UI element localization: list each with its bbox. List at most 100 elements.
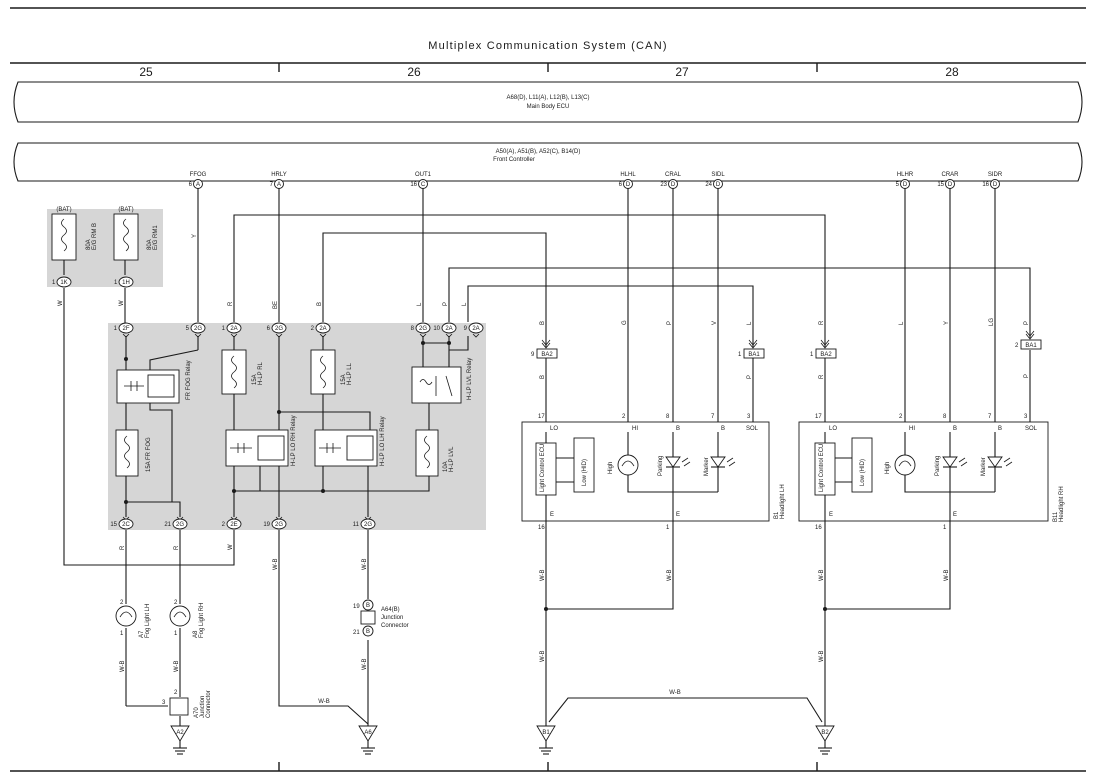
svg-text:R: R [228,301,234,306]
svg-text:2: 2 [174,600,178,606]
fog-light-lh: 2 1 A7 Fog Light LH [115,600,151,638]
connector-id: 2A [445,326,452,332]
ground-id: B1 [542,730,550,736]
terminal-label: HRLY [271,172,287,178]
svg-text:1: 1 [943,525,947,531]
svg-text:W-B: W-B [120,660,126,672]
connector-id: 2G [275,522,283,528]
terminal-label: HLHL [620,172,636,178]
pin-number: 24 [705,182,712,188]
pin-number: 15 [110,522,117,528]
svg-text:B: B [317,302,323,306]
pin-number: 6 [267,326,271,332]
svg-text:W-B: W-B [944,569,950,581]
svg-text:HI: HI [632,426,638,432]
pin-number: 21 [164,522,171,528]
svg-text:LG: LG [989,318,995,326]
svg-text:R: R [174,545,180,550]
pin-number: 16 [982,182,989,188]
svg-text:7: 7 [711,414,715,420]
relay-top-pin: 10 2A [433,322,457,338]
ground-symbol-icon: B1 [536,725,556,755]
svg-text:P: P [1024,321,1030,325]
fuse1-name: E/G RM B [92,223,98,250]
svg-text:E: E [829,512,833,518]
svg-text:LO: LO [550,426,558,432]
svg-text:Junction: Junction [381,615,403,621]
pin-number: 5 [186,326,190,332]
svg-text:17: 17 [538,414,545,420]
column-number-26: 26 [407,65,421,79]
svg-text:W: W [58,300,64,306]
pin-number: 10 [433,326,440,332]
svg-text:W-B: W-B [819,650,825,662]
bulb-icon [894,454,916,476]
connector-id: D [948,182,953,188]
terminal-label: CRAL [665,172,682,178]
relay-block-internals: FR FOG Relay 15A FR FOG 15A H-LP RL H-LP… [115,336,473,517]
hlp-lvl-relay-label: H-LP LVL Relay [467,358,473,400]
fuse-10a-name: H-LP LVL [449,446,455,472]
svg-text:Junction: Junction [200,696,206,718]
bat-label-1: (BAT) [56,207,71,213]
svg-text:E: E [676,512,680,518]
terminal-label: SIDL [711,172,725,178]
fuse-15a-frfog: 15A FR FOG [146,437,152,472]
fuse-symbol-icon [124,435,130,469]
svg-text:A8: A8 [193,630,199,638]
connector-id: 2F [122,326,129,332]
ground-id: A6 [364,730,372,736]
svg-text:B: B [676,426,680,432]
connector-id: D [903,182,908,188]
pin-number: 1 [52,280,56,286]
connector-id: 1K [60,280,67,286]
svg-text:B: B [366,603,370,609]
hlp-lo-lh-relay-label: H-LP LO LH Relay [380,416,386,466]
hlp-lo-rh-relay-label: H-LP LO RH Relay [291,415,297,466]
svg-text:L: L [462,302,468,306]
light-control-ecu-lh: Light Control ECU [540,444,546,492]
svg-text:BA2: BA2 [541,352,553,358]
pin-number: 6 [189,182,193,188]
fuse-symbol-icon [123,218,129,252]
svg-text:BA1: BA1 [1025,343,1037,349]
svg-text:A70: A70 [194,707,200,718]
main-body-ecu-name: Main Body ECU [527,104,570,110]
headlight-rh: 17 2 8 7 3 LO HI B B SOL E E 16 1 Light … [798,414,1065,531]
svg-text:LO: LO [829,426,837,432]
svg-text:Fog Light RH: Fog Light RH [199,603,205,638]
terminal-label: FFOG [190,172,207,178]
ground-symbol-icon: A6 [358,725,378,755]
svg-text:16: 16 [815,525,822,531]
svg-text:BE: BE [273,301,279,309]
svg-text:1: 1 [810,352,814,358]
svg-text:BA1: BA1 [748,352,760,358]
connector-id: 2A [319,326,326,332]
pin-number: 6 [619,182,623,188]
connector-id: 2C [122,522,130,528]
terminal-label: HLHR [897,172,914,178]
svg-text:W-B: W-B [667,569,673,581]
chevron-down-icon [541,339,551,349]
svg-text:17: 17 [815,414,822,420]
svg-text:HI: HI [909,426,915,432]
fuse-10a-rating: 10A [443,461,449,472]
svg-text:SOL: SOL [1025,426,1038,432]
relay-bottom-pin: 15 2C [110,516,134,530]
headlight-lh-name: Headlight LH [780,484,786,519]
fuse-box: (BAT) (BAT) 80A E/G RM B 80A E/G RM1 1 1… [51,207,159,288]
hlp-lvl-relay [411,366,462,404]
svg-text:G: G [622,320,628,325]
svg-text:1: 1 [738,352,742,358]
